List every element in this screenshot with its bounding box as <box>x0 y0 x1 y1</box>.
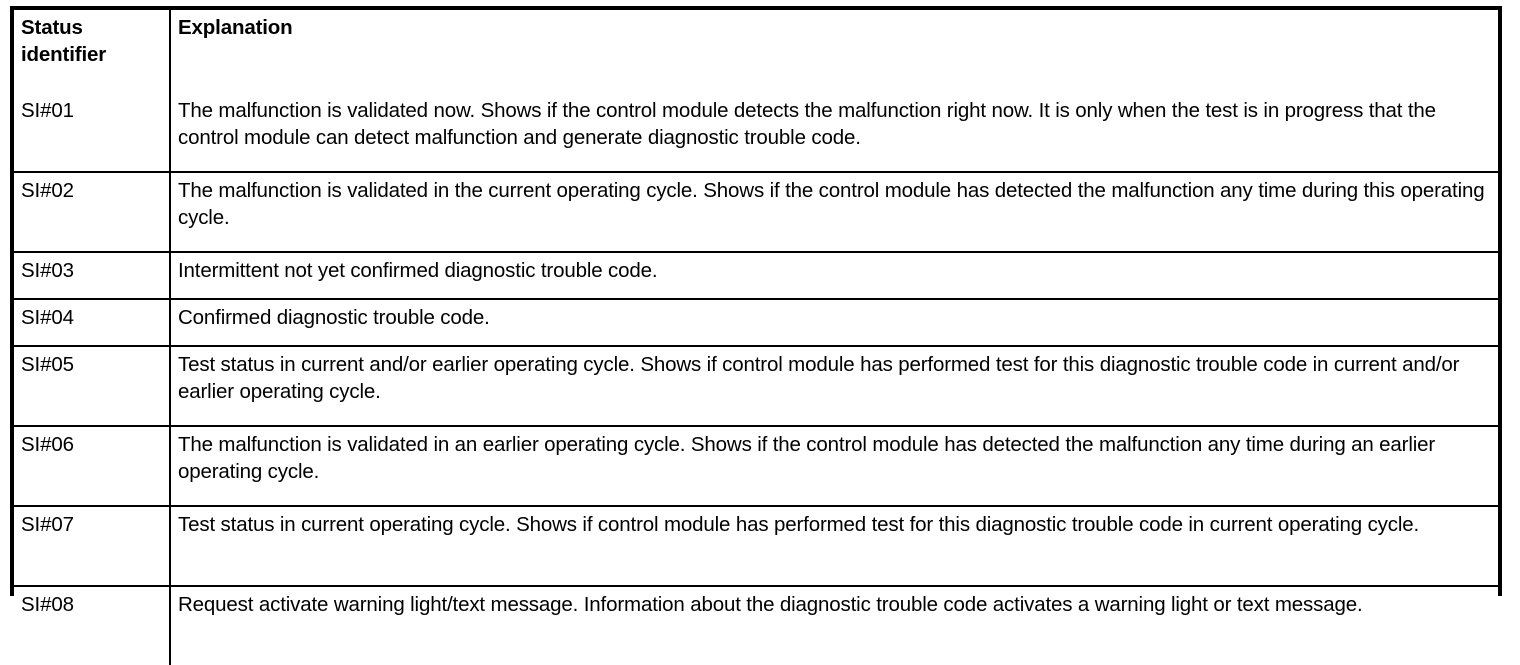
cell-status-identifier: SI#04 <box>14 298 171 347</box>
table-body: SI#01 The malfunction is validated now. … <box>14 93 1498 665</box>
cell-status-identifier: SI#02 <box>14 171 171 253</box>
cell-status-identifier: SI#01 <box>14 93 171 173</box>
table-row: SI#04 Confirmed diagnostic trouble code. <box>14 298 1498 347</box>
table-header: Status identifier Explanation <box>14 10 1498 93</box>
column-header-status-identifier-line2: identifier <box>21 42 107 66</box>
column-header-explanation: Explanation <box>169 10 1498 93</box>
cell-explanation: Test status in current and/or earlier op… <box>169 345 1498 427</box>
table-row: SI#03 Intermittent not yet confirmed dia… <box>14 251 1498 300</box>
cell-status-identifier: SI#08 <box>14 585 171 665</box>
table-row: SI#05 Test status in current and/or earl… <box>14 345 1498 427</box>
cell-status-identifier: SI#07 <box>14 505 171 587</box>
table-header-row: Status identifier Explanation <box>14 10 1498 93</box>
column-header-status-identifier: Status identifier <box>14 10 171 93</box>
status-identifier-table-container: Status identifier Explanation SI#01 The … <box>10 6 1502 665</box>
column-header-status-identifier-line1: Status <box>21 16 83 39</box>
table-row: SI#08 Request activate warning light/tex… <box>14 585 1498 665</box>
cell-status-identifier: SI#06 <box>14 425 171 507</box>
cell-explanation: Request activate warning light/text mess… <box>169 585 1498 665</box>
table-row: SI#02 The malfunction is validated in th… <box>14 171 1498 253</box>
cell-explanation: The malfunction is validated in an earli… <box>169 425 1498 507</box>
cell-status-identifier: SI#03 <box>14 251 171 300</box>
cell-explanation: The malfunction is validated now. Shows … <box>169 93 1498 173</box>
cell-explanation: Confirmed diagnostic trouble code. <box>169 298 1498 347</box>
table-row: SI#06 The malfunction is validated in an… <box>14 425 1498 507</box>
cell-explanation: Test status in current operating cycle. … <box>169 505 1498 587</box>
table-row: SI#01 The malfunction is validated now. … <box>14 93 1498 173</box>
cell-status-identifier: SI#05 <box>14 345 171 427</box>
status-identifier-table: Status identifier Explanation SI#01 The … <box>14 10 1498 665</box>
cell-explanation: Intermittent not yet confirmed diagnosti… <box>169 251 1498 300</box>
table-row: SI#07 Test status in current operating c… <box>14 505 1498 587</box>
cell-explanation: The malfunction is validated in the curr… <box>169 171 1498 253</box>
